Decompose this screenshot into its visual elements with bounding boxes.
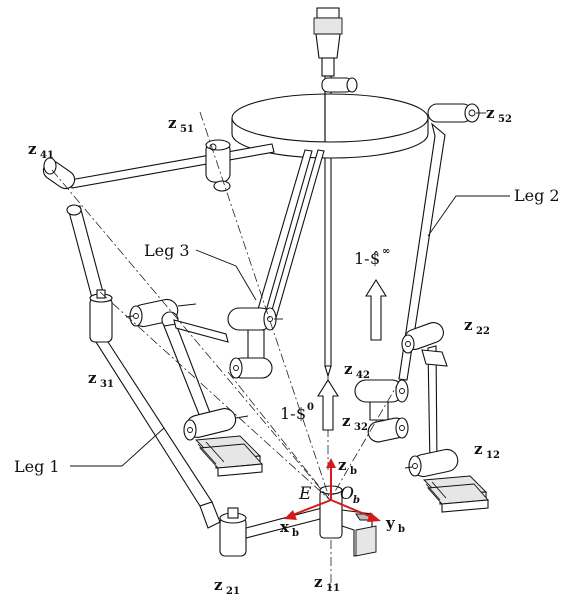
- svg-text:z: z: [168, 114, 177, 132]
- svg-text:x: x: [280, 518, 290, 536]
- twist-arrow-infinity: [365, 278, 387, 341]
- svg-text:21: 21: [226, 586, 240, 597]
- base-foot-1: [195, 435, 263, 477]
- leg-3-leader: [195, 249, 257, 301]
- label-z22: z 22: [464, 316, 490, 337]
- label-z21: z 21: [214, 576, 240, 597]
- leg-1: [42, 139, 325, 557]
- leg-3: [227, 149, 325, 379]
- moving-platform: [231, 77, 429, 159]
- svg-text:1-: 1-: [354, 249, 370, 268]
- label-zb: z b: [338, 456, 357, 477]
- svg-text:b: b: [353, 495, 360, 506]
- label-leg-2: Leg 2: [514, 186, 560, 205]
- leg-2-leader: [427, 195, 510, 237]
- label-z31: z 31: [88, 369, 114, 390]
- svg-text:51: 51: [180, 124, 194, 135]
- svg-text:$: $: [296, 404, 306, 423]
- label-z52: z 52: [486, 104, 512, 125]
- label-xb: x b: [280, 518, 299, 539]
- svg-text:z: z: [342, 412, 351, 430]
- svg-text:b: b: [398, 524, 405, 535]
- svg-text:z: z: [486, 104, 495, 122]
- svg-text:0: 0: [307, 402, 314, 413]
- svg-text:52: 52: [498, 114, 512, 125]
- end-effector: [319, 485, 377, 590]
- svg-text:1-: 1-: [280, 404, 296, 423]
- label-twist-infinity: 1- $̂ ∞: [354, 246, 390, 268]
- svg-text:z: z: [28, 140, 37, 158]
- label-z11: z 11: [314, 573, 340, 594]
- twist-arrow-zero: [317, 378, 339, 431]
- svg-text:b: b: [292, 528, 299, 539]
- leg-2: [398, 122, 489, 513]
- svg-text:z: z: [314, 573, 323, 591]
- svg-text:O: O: [340, 484, 354, 504]
- label-leg-3: Leg 3: [144, 241, 190, 260]
- svg-text:z: z: [88, 369, 97, 387]
- leg-1-leader-bend: [121, 427, 165, 467]
- svg-text:z: z: [474, 440, 483, 458]
- label-z41: z 41: [28, 140, 54, 161]
- base-foot-2: [422, 475, 489, 513]
- svg-text:11: 11: [326, 583, 340, 594]
- svg-text:y: y: [385, 514, 396, 532]
- svg-text:z: z: [344, 360, 353, 378]
- svg-text:12: 12: [486, 450, 500, 461]
- svg-text:b: b: [350, 466, 357, 477]
- label-leg-1: Leg 1: [14, 457, 60, 476]
- svg-text:32: 32: [354, 422, 368, 433]
- label-point-Ob: O b: [340, 484, 360, 506]
- leg-mid: [125, 298, 263, 477]
- svg-text:$̂: $̂: [370, 249, 380, 268]
- leg-3-lower-joints: [354, 379, 409, 443]
- label-twist-zero: 1- $ 0: [280, 402, 314, 423]
- svg-text:41: 41: [40, 150, 54, 161]
- body-frame-axes: [284, 458, 381, 522]
- svg-text:z: z: [464, 316, 473, 334]
- svg-text:22: 22: [476, 326, 490, 337]
- svg-text:∞: ∞: [382, 246, 390, 257]
- label-z42: z 42: [344, 360, 370, 381]
- joint-z52: [427, 103, 486, 123]
- label-yb: y b: [385, 514, 405, 535]
- label-z51: z 51: [168, 114, 194, 135]
- svg-text:z: z: [338, 456, 347, 474]
- construction-lines: [51, 111, 401, 501]
- svg-text:z: z: [214, 576, 223, 594]
- label-z12: z 12: [474, 440, 500, 461]
- label-z32: z 32: [342, 412, 368, 433]
- svg-text:31: 31: [100, 379, 114, 390]
- spindle-tool: [313, 7, 343, 470]
- label-point-E: E: [298, 484, 312, 504]
- svg-text:42: 42: [356, 370, 370, 381]
